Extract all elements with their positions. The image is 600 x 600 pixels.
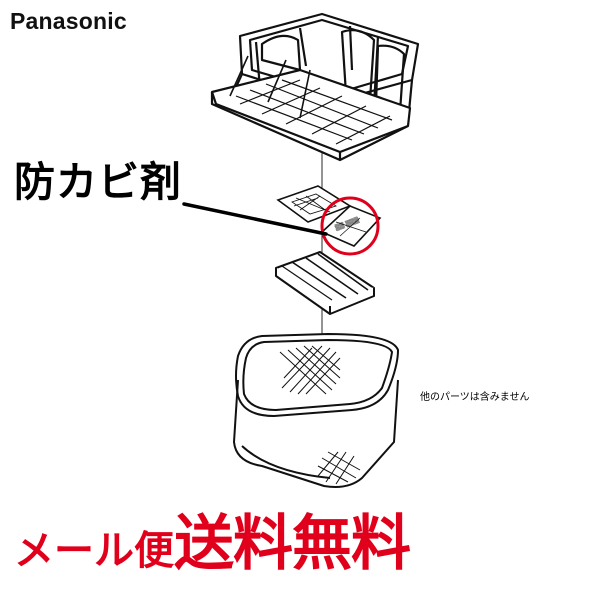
shipping-banner: メール便送料無料 — [14, 514, 411, 574]
free-shipping-label: 送料無料 — [174, 509, 411, 579]
callout-pointer — [182, 202, 328, 236]
basket-frame — [210, 12, 420, 162]
pad-holder — [275, 251, 375, 315]
mesh-bottom — [317, 451, 361, 485]
highlight-circle — [320, 196, 380, 256]
anti-mold-label: 防カビ剤 — [14, 158, 182, 206]
net-bag — [233, 333, 399, 488]
brand-logo: Panasonic — [10, 8, 127, 34]
anti-mold-agent-pad: ▒▒ ▒▒▒ — [320, 205, 382, 247]
mesh-top — [279, 345, 341, 395]
mail-delivery-label: メール便 — [14, 528, 174, 574]
parts-not-included-note: 他のパーツは含みません — [420, 392, 530, 403]
